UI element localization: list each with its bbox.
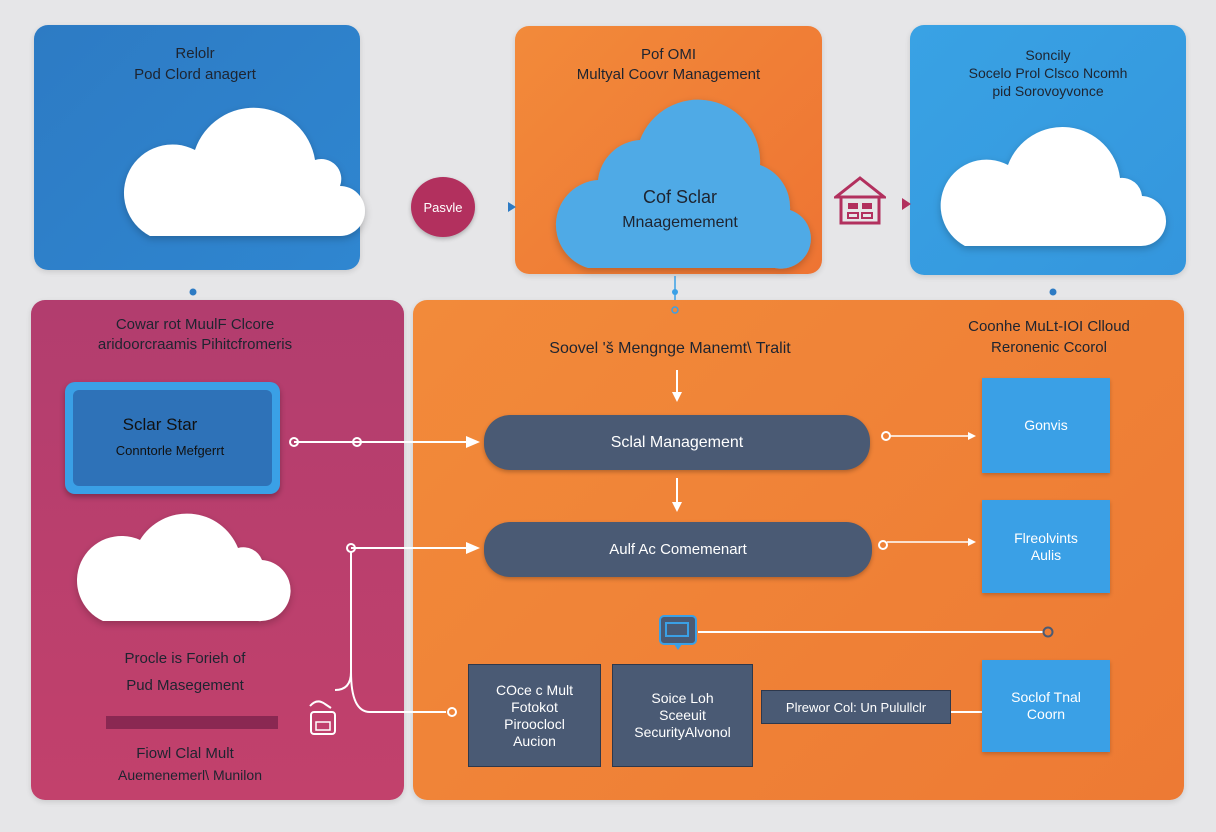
small-box-2-line2: Sceeuit [659, 707, 706, 723]
wide-label: Plrewor Col: Un Pulullclr [785, 699, 927, 715]
main-right-title-1: Coonhe MuLt-IOI Clloud [968, 318, 1130, 335]
card-title: Sclar Star [122, 415, 198, 434]
progress-bar [106, 716, 278, 729]
left-caption-2: Pud Masegement [126, 677, 244, 694]
sclar-star-card[interactable]: Sclar Star Conntorle Mefgerrt [65, 382, 280, 494]
side-box-soclof[interactable]: Soclof Tnal Coorn [982, 660, 1110, 752]
cloud-icon [123, 107, 365, 236]
chat-icon [658, 614, 698, 652]
small-box-protocol[interactable]: COce c Mult Fotokot Pirooclocl Aucion [468, 664, 601, 767]
card-subtitle: Conntorle Mefgerrt [115, 443, 225, 458]
left-panel-title-2: aridoorcraamis Pihitcfromeris [97, 336, 293, 353]
side-box-gonvis[interactable]: Gonvis [982, 378, 1110, 473]
side-box-flreolvints[interactable]: Flreolvints Aulis [982, 500, 1110, 593]
small-box-2-line1: Soice Loh [651, 690, 714, 706]
small-box-2-line3: SecurityAlvonol [634, 724, 731, 740]
main-right-title-2: Reronenic Ccorol [991, 339, 1107, 356]
top-left-title: Relolr [175, 45, 215, 62]
small-box-1-line3: Pirooclocl [504, 715, 565, 732]
left-footer-2: Auemenemerl\ Munilon [118, 767, 262, 783]
pill-2-label: Aulf Ac Comemenart [609, 541, 747, 558]
pill-aulf-comemenart[interactable]: Aulf Ac Comemenart [484, 522, 872, 577]
top-left-subtitle: Pod Clord anagert [134, 66, 256, 83]
cloud-icon [555, 99, 811, 269]
house-icon [831, 175, 889, 227]
passive-bubble[interactable]: Pasvle [411, 177, 475, 237]
small-box-1-line2: Fotokot [511, 698, 558, 715]
side-box-3-line1: Soclof Tnal [1011, 689, 1081, 705]
top-right-line3: pid Sorovoyvonce [992, 83, 1104, 99]
left-panel-title-1: Cowar rot MuulF Clcore [115, 316, 275, 333]
cloud-icon [77, 513, 291, 622]
side-box-2-line1: Flreolvints [1014, 529, 1078, 546]
side-box-3-line2: Coorn [1026, 706, 1066, 722]
left-caption-1: Procle is Forieh of [124, 650, 246, 667]
top-center-subtitle: Multyal Coovr Management [576, 66, 761, 83]
side-box-2-line2: Aulis [1030, 546, 1062, 563]
cloud-icon [940, 127, 1167, 247]
small-box-security[interactable]: Soice Loh Sceeuit SecurityAlvonol [612, 664, 753, 767]
small-box-1-line4: Aucion [513, 732, 556, 749]
small-box-1-line1: COce c Mult [495, 681, 573, 698]
passive-bubble-label: Pasvle [423, 199, 463, 215]
top-center-title: Pof OMI [640, 46, 696, 63]
wide-label-box[interactable]: Plrewor Col: Un Pulullclr [761, 690, 951, 724]
main-header: Soovel 'š Mengnge Manemt\ Tralit [549, 340, 791, 357]
top-right-line2: Socelo Prol Clsco Ncomh [968, 65, 1128, 81]
pill-1-label: Sclal Management [610, 433, 744, 451]
left-footer-1: Fiowl Clal Mult [136, 745, 234, 762]
pill-sclal-management[interactable]: Sclal Management [484, 415, 870, 470]
cloud-label-line1: Cof Sclar [642, 187, 718, 207]
side-box-1-label: Gonvis [1024, 417, 1068, 433]
cloud-label-line2: Mnaagemement [622, 214, 738, 231]
hand-icon [305, 698, 341, 738]
top-right-title: Soncily [1025, 47, 1071, 63]
